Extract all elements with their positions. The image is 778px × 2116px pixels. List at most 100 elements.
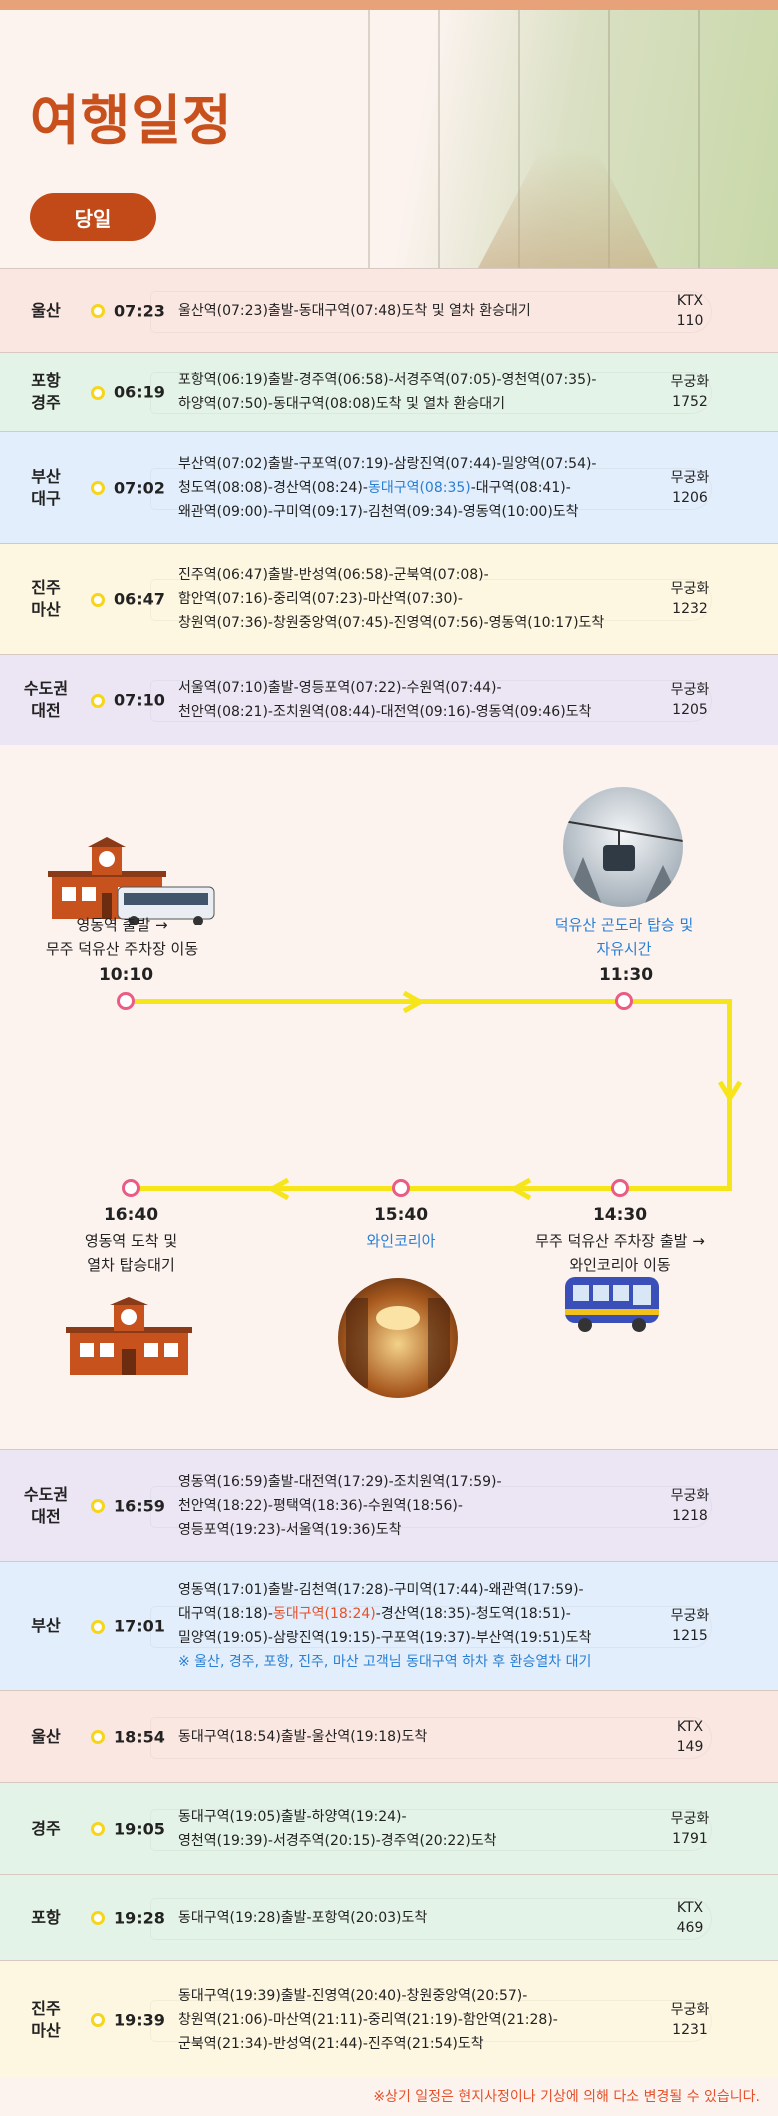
timeline-dot <box>91 481 105 495</box>
route-segment: 진주역(06:47)출발-반성역(06:58)-군북역(07:08)- <box>178 567 489 583</box>
train-number: 469 <box>676 1919 704 1936</box>
highlighted-station: 동대구역(08:35) <box>367 479 471 496</box>
route-segment: 천안역(08:21)-조치원역(08:44)-대전역(09:16)-영동역(09… <box>178 704 592 720</box>
route-text: 동대구역(19:28)출발-포항역(20:03)도착 <box>178 1906 658 1930</box>
train-type: 무궁화 <box>670 1810 710 1827</box>
route-text: 영동역(16:59)출발-대전역(17:29)-조치원역(17:59)- 천안역(… <box>178 1470 658 1542</box>
station-bus-illustration <box>48 837 215 925</box>
train-number: 1215 <box>672 1628 708 1644</box>
timeline-dot <box>91 1730 105 1744</box>
train-watermark <box>150 1999 712 2042</box>
schedule-row: 부산 17:01 영동역(17:01)출발-김천역(17:28)-구미역(17:44… <box>0 1561 778 1690</box>
route-segment: 영동역(16:59)출발-대전역(17:29)-조치원역(17:59)- <box>178 1473 502 1490</box>
region-text: 진주 <box>31 1998 61 2018</box>
stop-time: 11:30 <box>598 965 654 985</box>
region-text: 경주 <box>31 393 61 412</box>
route-segment: 천안역(18:22)-평택역(18:36)-수원역(18:56)- <box>178 1497 463 1514</box>
stop-label: 무주 덕유산 주차장 출발 →와인코리아 이동 <box>535 1232 705 1274</box>
route-text: 부산역(07:02)출발-구포역(07:19)-삼랑진역(07:44)-밀양역(… <box>178 452 658 524</box>
timeline-dot <box>91 592 105 607</box>
route-segment: 서울역(07:10)출발-영등포역(07:22)-수원역(07:44)- <box>178 680 502 696</box>
wine-cellar-photo <box>338 1278 458 1398</box>
timeline-dot <box>91 1499 105 1513</box>
route-segment: 포항역(06:19)출발-경주역(06:58)-서경주역(07:05)-영천역(… <box>178 372 597 388</box>
timeline-dot <box>91 1619 105 1634</box>
departure-time: 16:59 <box>114 1496 165 1515</box>
stop-time: 15:40 <box>373 1205 429 1225</box>
train-watermark <box>150 1606 712 1648</box>
route-segment: 창원역(07:36)-창원중앙역(07:45)-진영역(07:56)-영동역(1… <box>178 615 605 631</box>
route-line: 함안역(07:16)-중리역(07:23)-마산역(07:30)- <box>178 587 658 611</box>
bus-illustration <box>565 1277 659 1332</box>
route-segment: 영등포역(19:23)-서울역(19:36)도착 <box>178 1521 402 1538</box>
route-segment: 밀양역(19:05)-삼랑진역(19:15)-구포역(19:37)-부산역(19… <box>178 1630 592 1646</box>
region-text: 마산 <box>31 600 61 619</box>
train-type: 무궁화 <box>670 682 710 698</box>
itinerary-map: 영동역 출발 →무주 덕유산 주차장 이동 10:10 덕유산 곤도라 탑승 및… <box>0 745 778 1449</box>
region-text: 경주 <box>31 1818 61 1838</box>
route-line: 영동역(16:59)출발-대전역(17:29)-조치원역(17:59)- <box>178 1470 658 1494</box>
route-text: 울산역(07:23)출발-동대구역(07:48)도착 및 열차 환승대기 <box>178 299 658 323</box>
route-segment: 동대구역(19:39)출발-진영역(20:40)-창원중앙역(20:57)- <box>178 1987 528 2004</box>
route-line: 동대구역(19:28)출발-포항역(20:03)도착 <box>178 1906 658 1930</box>
train-type: 무궁화 <box>670 2001 710 2018</box>
region-text: 마산 <box>31 2020 61 2040</box>
region-text: 진주 <box>31 578 61 597</box>
route-segment: 청도역(08:08)-경산역(08:24)- <box>178 479 368 496</box>
route-line: 군북역(21:34)-반성역(21:44)-진주역(21:54)도착 <box>178 2032 658 2056</box>
region-label: 울산 <box>0 1726 92 1748</box>
region-text: 수도권 <box>23 679 69 698</box>
route-line: 영동역(17:01)출발-김천역(17:28)-구미역(17:44)-왜관역(1… <box>178 1578 658 1602</box>
highlighted-station: 동대구역(18:24) <box>272 1606 376 1622</box>
region-text: 포항 <box>31 371 61 390</box>
train-watermark <box>150 1808 712 1851</box>
train-number: 149 <box>676 1738 704 1755</box>
region-text: 대전 <box>31 1506 61 1526</box>
route-segment: -경산역(18:35)-청도역(18:51)- <box>375 1606 571 1622</box>
route-line: 청도역(08:08)-경산역(08:24)-동대구역(08:35)-대구역(08… <box>178 476 658 500</box>
route-text: 진주역(06:47)출발-반성역(06:58)-군북역(07:08)- 함안역(0… <box>178 563 658 635</box>
route-text: 서울역(07:10)출발-영등포역(07:22)-수원역(07:44)- 천안역(… <box>178 676 658 724</box>
stop-dot <box>615 992 633 1010</box>
route-line: 진주역(06:47)출발-반성역(06:58)-군북역(07:08)- <box>178 563 658 587</box>
route-line: 대구역(18:18)-동대구역(18:24)-경산역(18:35)-청도역(18… <box>178 1602 658 1626</box>
train-watermark <box>150 1897 712 1940</box>
route-segment: 동대구역(19:05)출발-하양역(19:24)- <box>178 1808 407 1825</box>
route-line: 동대구역(18:54)출발-울산역(19:18)도착 <box>178 1725 658 1749</box>
region-text: 대전 <box>31 701 61 720</box>
stop-time: 16:40 <box>103 1205 159 1225</box>
arrow-left-icon <box>266 1178 290 1200</box>
stop-dot <box>117 992 135 1010</box>
departure-time: 17:01 <box>114 1616 165 1636</box>
stop-label: 영동역 출발 →무주 덕유산 주차장 이동 <box>45 916 199 958</box>
departure-time: 06:47 <box>114 589 165 609</box>
stop-time: 14:30 <box>592 1205 648 1225</box>
route-line: 창원역(07:36)-창원중앙역(07:45)-진영역(07:56)-영동역(1… <box>178 611 658 635</box>
route-line: 밀양역(19:05)-삼랑진역(19:15)-구포역(19:37)-부산역(19… <box>178 1626 658 1650</box>
region-text: 울산 <box>31 300 61 320</box>
departure-time: 18:54 <box>114 1727 165 1746</box>
train-watermark <box>150 1716 712 1759</box>
stop-label: 와인코리아 <box>366 1232 436 1250</box>
train-watermark <box>150 680 712 722</box>
region-text: 울산 <box>31 1726 61 1746</box>
train-watermark <box>150 372 712 414</box>
train-watermark <box>150 467 712 510</box>
region-label: 부산 <box>0 1615 92 1637</box>
